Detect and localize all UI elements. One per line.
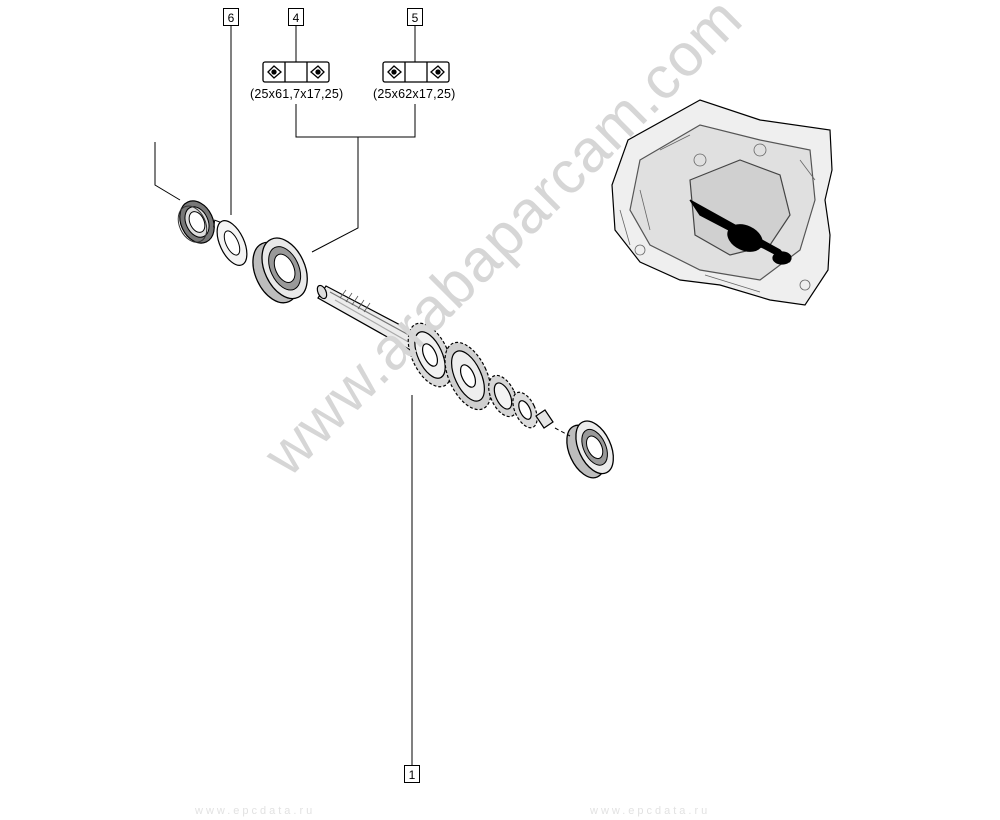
- bearing-spec-4: (25x61,7x17,25): [250, 87, 344, 101]
- leader-bearing: [311, 137, 359, 253]
- gear-1: [407, 322, 453, 388]
- gear-3: [488, 374, 518, 418]
- bearing-spec-5: (25x62x17,25): [373, 87, 456, 101]
- shaft-end: [535, 409, 554, 429]
- gear-2: [444, 341, 492, 411]
- front-ball-bearing: [252, 237, 308, 304]
- rear-ball-bearing: [566, 420, 614, 479]
- gear-4: [512, 391, 538, 429]
- leader-lines: [154, 24, 416, 765]
- bearing-symbol-4: [262, 61, 330, 83]
- axis-line: [554, 427, 571, 437]
- callout-4: 4: [288, 8, 304, 26]
- leader-seal: [154, 142, 181, 201]
- callout-1: 1: [404, 765, 420, 783]
- gearbox-housing-thumbnail: [611, 99, 833, 306]
- input-shaft: [316, 284, 426, 353]
- leader-bracket: [295, 104, 416, 138]
- thrust-washer: [213, 219, 248, 266]
- callout-5: 5: [407, 8, 423, 26]
- footer-watermark-left: www.epcdata.ru: [195, 805, 316, 817]
- bearing-symbol-5: [382, 61, 450, 83]
- gear-cluster: [407, 322, 554, 429]
- oil-seal: [177, 200, 215, 244]
- callout-6: 6: [223, 8, 239, 26]
- footer-watermark-right: www.epcdata.ru: [590, 805, 711, 817]
